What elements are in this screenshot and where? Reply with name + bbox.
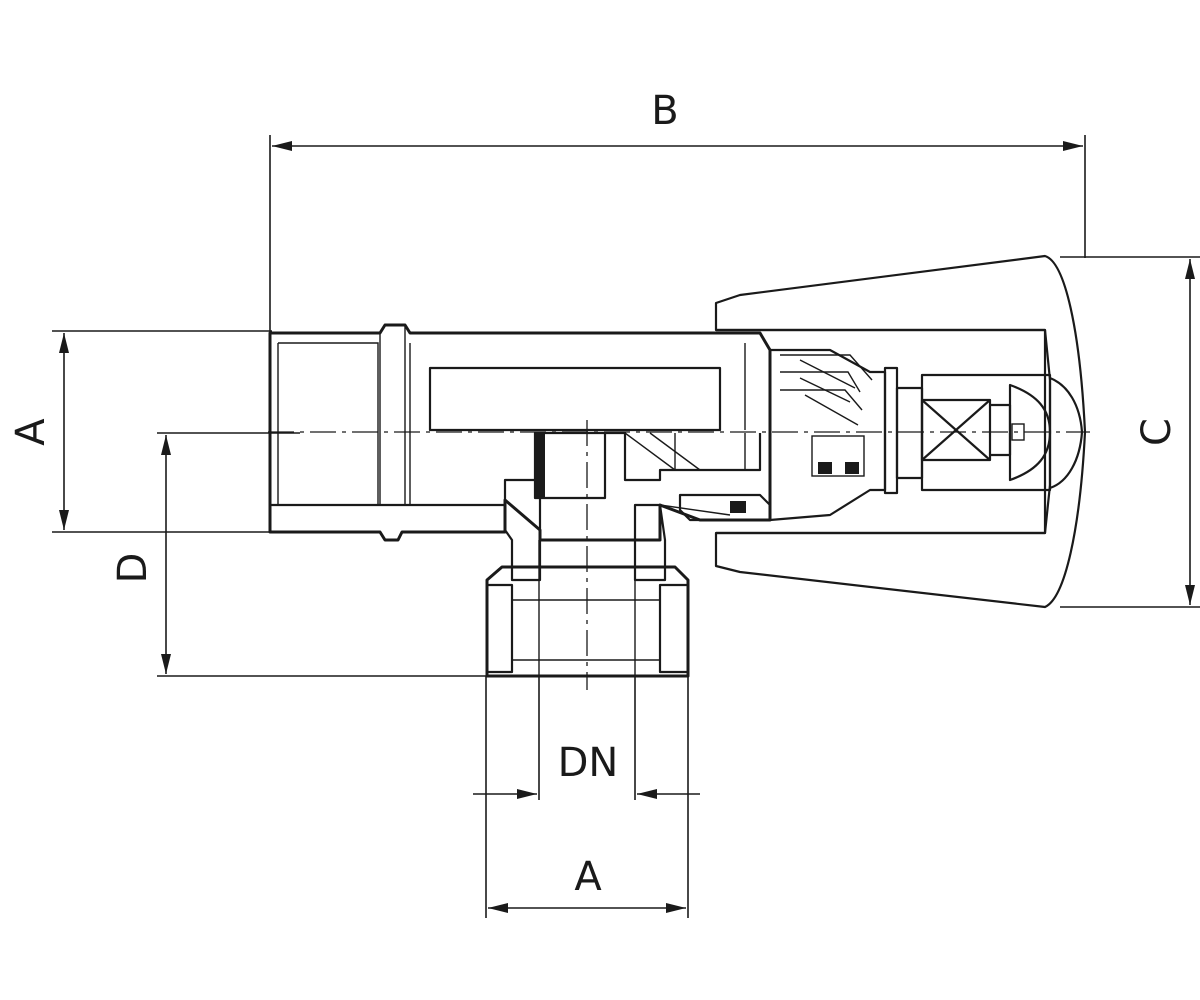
label-B: B xyxy=(651,88,678,134)
label-DN: DN xyxy=(558,740,619,786)
spindle-bonnet xyxy=(659,348,924,522)
valve-body xyxy=(268,323,772,678)
label-A-bottom: A xyxy=(574,854,602,900)
center-lines xyxy=(268,420,1090,690)
label-C: C xyxy=(1134,418,1180,446)
label-D: D xyxy=(110,553,156,584)
dimension-lines xyxy=(52,135,1200,918)
dimension-labels: B A D C DN A xyxy=(8,88,1180,900)
label-A-left: A xyxy=(8,418,54,446)
